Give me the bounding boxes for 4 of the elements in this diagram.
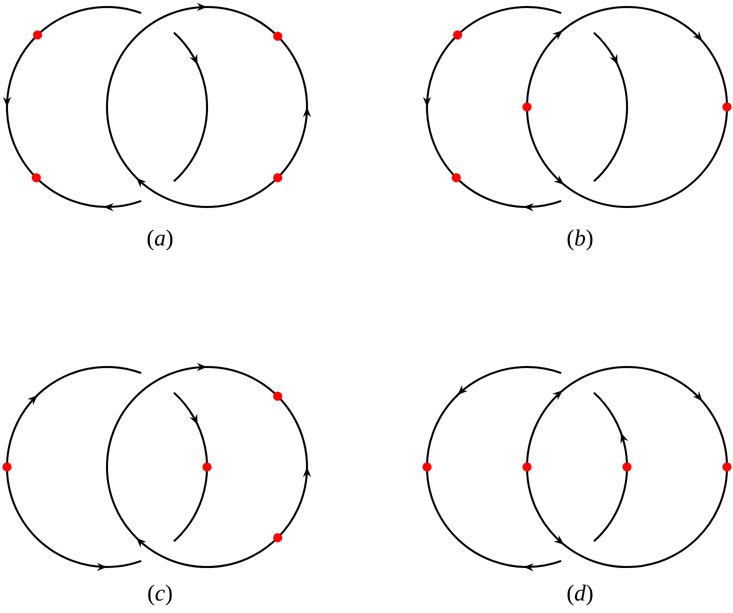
panel-label: (b) — [568, 230, 592, 250]
panel-label: (d) — [568, 584, 592, 606]
panel-label: (c) — [148, 584, 172, 606]
panel-label: (a) — [148, 230, 172, 250]
